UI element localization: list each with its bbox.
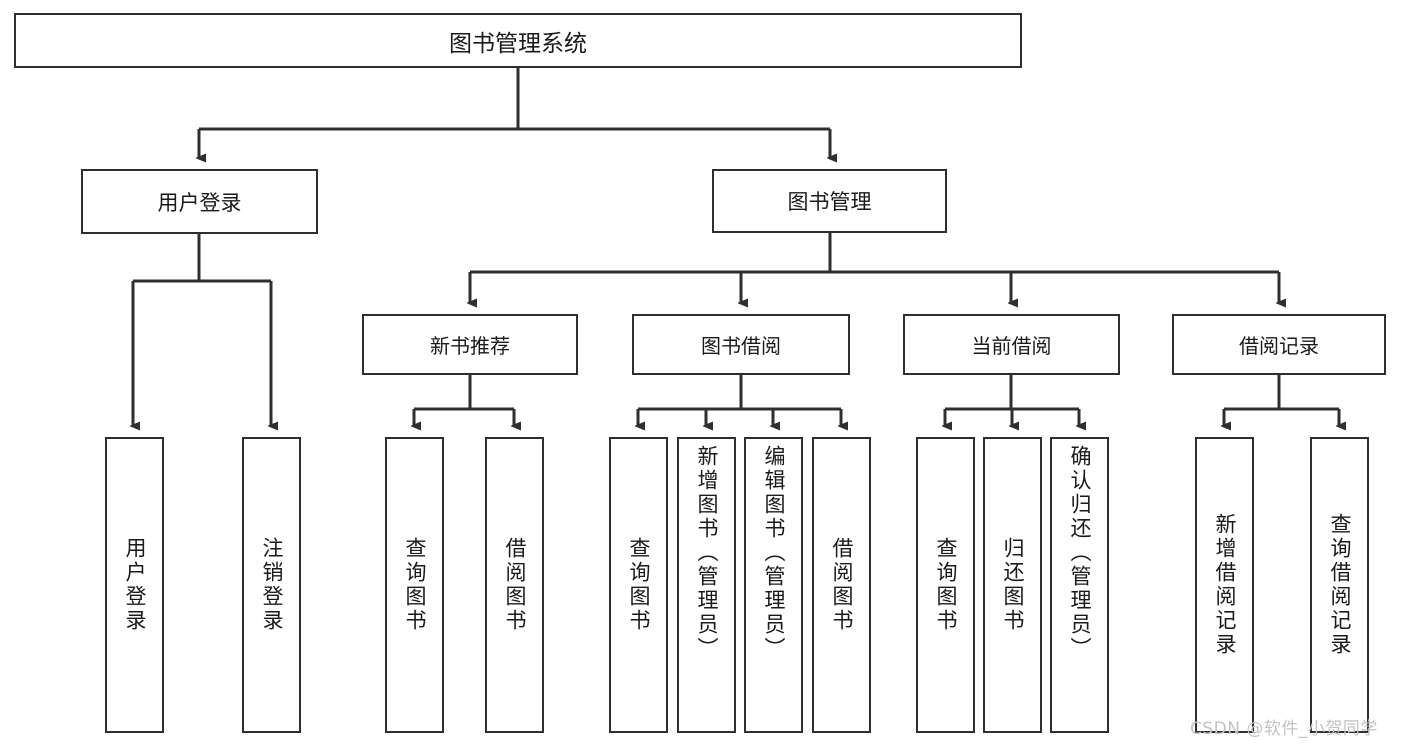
node-root[interactable]: 图书管理系统: [14, 13, 1022, 68]
leaf-current-borrow-query[interactable]: 查询图书: [916, 437, 975, 733]
node-book-borrow-label: 图书借阅: [701, 334, 781, 358]
leaf-current-borrow-return[interactable]: 归还图书: [983, 437, 1042, 733]
leaf-new-book-query[interactable]: 查询图书: [385, 437, 444, 733]
leaf-label: 借阅图书: [830, 537, 854, 633]
leaf-label: 编辑图书（管理员）: [762, 445, 786, 661]
node-user-login-label: 用户登录: [157, 190, 242, 215]
node-current-borrow-label: 当前借阅: [971, 334, 1052, 358]
leaf-book-borrow-edit[interactable]: 编辑图书（管理员）: [744, 437, 803, 733]
node-new-book-recommend-label: 新书推荐: [430, 334, 510, 358]
leaf-current-borrow-confirm-return[interactable]: 确认归还（管理员）: [1050, 437, 1109, 733]
leaf-label: 新增图书（管理员）: [695, 445, 719, 661]
node-book-management[interactable]: 图书管理: [712, 169, 947, 233]
leaf-user-login-login[interactable]: 用户登录: [105, 437, 164, 733]
node-borrow-record-label: 借阅记录: [1239, 334, 1319, 358]
leaf-label: 查询图书: [403, 537, 427, 633]
leaf-label: 确认归还（管理员）: [1068, 445, 1092, 661]
leaf-label: 查询借阅记录: [1328, 513, 1352, 657]
leaf-label: 查询图书: [934, 537, 958, 633]
leaf-label: 注销登录: [260, 537, 284, 633]
leaf-borrow-record-query[interactable]: 查询借阅记录: [1310, 437, 1369, 733]
node-new-book-recommend[interactable]: 新书推荐: [362, 314, 578, 375]
leaf-borrow-record-add[interactable]: 新增借阅记录: [1195, 437, 1254, 733]
leaf-book-borrow-query[interactable]: 查询图书: [609, 437, 668, 733]
leaf-book-borrow-add[interactable]: 新增图书（管理员）: [677, 437, 736, 733]
csdn-watermark: CSDN @软件_小贺同学: [1190, 719, 1378, 739]
leaf-book-borrow-borrow[interactable]: 借阅图书: [812, 437, 871, 733]
node-user-login[interactable]: 用户登录: [81, 169, 318, 234]
leaf-label: 查询图书: [627, 537, 651, 633]
leaf-new-book-borrow[interactable]: 借阅图书: [485, 437, 544, 733]
leaf-label: 借阅图书: [503, 537, 527, 633]
leaf-label: 用户登录: [123, 537, 147, 633]
leaf-label: 归还图书: [1001, 537, 1025, 633]
node-borrow-record[interactable]: 借阅记录: [1172, 314, 1386, 375]
node-book-borrow[interactable]: 图书借阅: [632, 314, 850, 375]
leaf-user-login-logout[interactable]: 注销登录: [242, 437, 301, 733]
node-current-borrow[interactable]: 当前借阅: [903, 314, 1120, 375]
node-book-management-label: 图书管理: [787, 190, 872, 214]
leaf-label: 新增借阅记录: [1213, 513, 1237, 657]
node-root-label: 图书管理系统: [449, 30, 587, 57]
